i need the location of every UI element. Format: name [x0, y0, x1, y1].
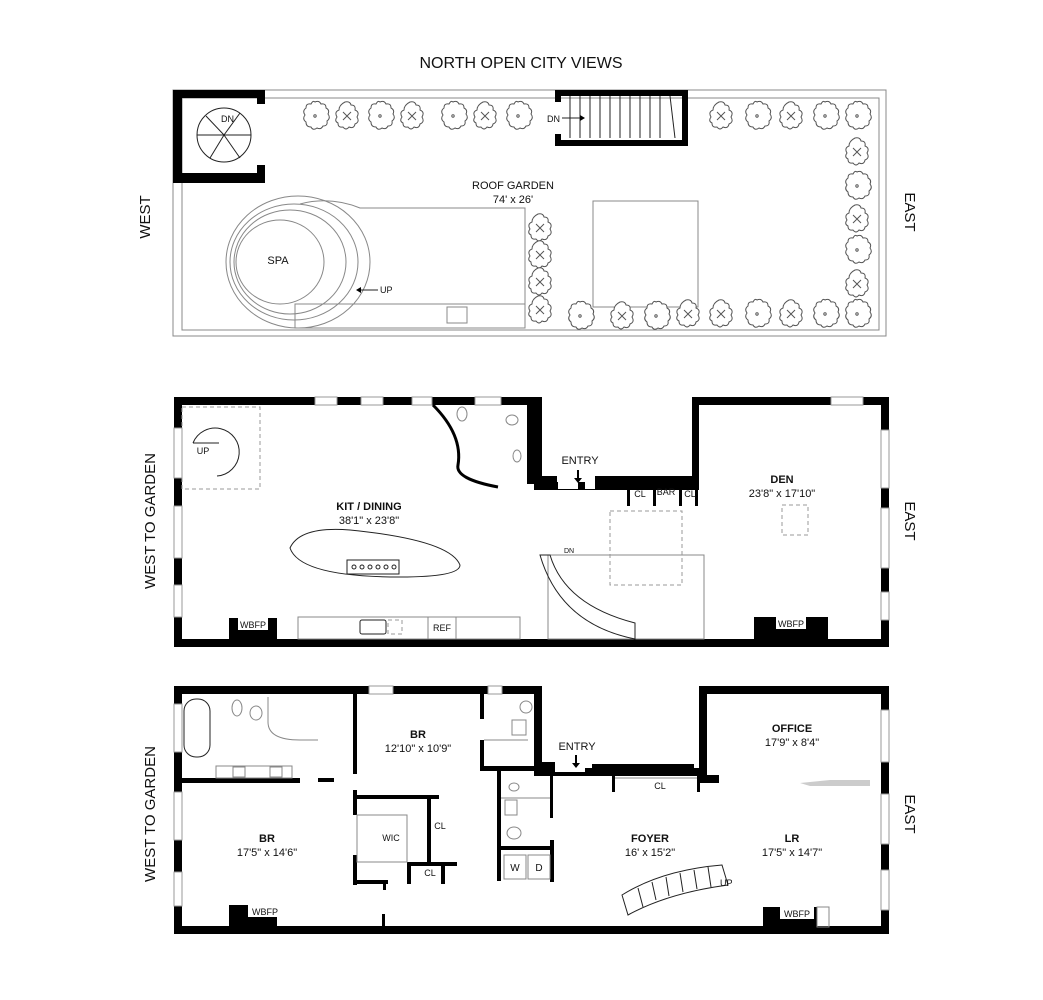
roof-garden-label: ROOF GARDEN: [472, 180, 554, 192]
upper-wbfp-right: WBFP: [778, 619, 804, 629]
curved-stair-icon: [621, 864, 729, 916]
toilet-icon: [249, 705, 263, 721]
windows: [173, 396, 890, 621]
lr-dims: 17'5" x 14'7": [762, 847, 822, 859]
stair-dn-label: DN: [547, 114, 560, 124]
spiral-up-label: UP: [197, 446, 210, 456]
entry-arrow-icon: [574, 470, 582, 483]
office-label: OFFICE: [772, 723, 812, 735]
kit-dining-dims: 38'1" x 23'8": [339, 515, 399, 527]
cl-b-label: CL: [424, 868, 436, 878]
lower-wbfp-right: WBFP: [784, 909, 810, 919]
cl-c-label: CL: [654, 781, 666, 791]
den-dims: 23'8" x 17'10": [749, 488, 816, 500]
kit-dining-label: KIT / DINING: [336, 501, 401, 513]
sink-icon: [456, 406, 468, 422]
upper-east-label: EAST: [901, 501, 918, 540]
lr-label: LR: [785, 833, 800, 845]
roof-outline: [172, 89, 887, 337]
lower-entry-label: ENTRY: [558, 741, 596, 753]
upper-wbfp-left: WBFP: [240, 620, 266, 630]
arrow-icon: [580, 115, 585, 121]
upper-cl2-label: CL: [684, 489, 696, 499]
bar-label: BAR: [657, 487, 676, 497]
spa-up-label: UP: [380, 285, 393, 295]
spiral-stair-icon: [192, 427, 240, 477]
planters: [303, 100, 872, 330]
lower-east-label: EAST: [901, 794, 918, 833]
cooktop: [346, 559, 400, 575]
roof-level: DN DN WEST EAST ROOF GARDEN 74' x 26' SP: [137, 89, 918, 337]
dryer: [527, 854, 551, 880]
vanity: [215, 765, 293, 779]
br1-label: BR: [410, 729, 426, 741]
plan-title: NORTH OPEN CITY VIEWS: [420, 55, 623, 72]
ref-label: REF: [433, 623, 452, 633]
upper-cl1-label: CL: [634, 489, 646, 499]
stair-enclosure: [555, 90, 688, 146]
spa: SPA UP: [225, 195, 526, 329]
foyer-up-label: UP: [720, 878, 733, 888]
spiral-dn-label: DN: [221, 114, 234, 124]
roof-garden-dims: 74' x 26': [493, 194, 533, 206]
bidet-icon: [231, 699, 243, 717]
washer-label: W: [510, 863, 520, 874]
kitchen-sink-icon: [359, 619, 387, 635]
spa-label: SPA: [267, 255, 289, 267]
shower-icon: [267, 697, 318, 741]
office-dims: 17'9" x 8'4": [765, 737, 819, 749]
upper-level: ENTRY CL BAR CL UP KIT / DINING 38'1" x …: [142, 396, 918, 647]
lower-level: ENTRY: [142, 685, 918, 934]
dryer-label: D: [535, 863, 542, 874]
kitchen-island: [289, 528, 461, 578]
stair-dn-label: DN: [564, 548, 574, 555]
toilet-icon: [505, 414, 519, 426]
windows: [173, 685, 890, 911]
br2-dims: 17'5" x 14'6": [237, 847, 297, 859]
br1-dims: 12'10" x 10'9": [385, 743, 452, 755]
ref-box: [427, 616, 457, 640]
bidet-icon: [512, 449, 522, 463]
den-label: DEN: [770, 474, 793, 486]
washer: [503, 854, 527, 880]
curved-stair-icon: [539, 554, 636, 640]
upper-entry-label: ENTRY: [561, 455, 599, 467]
curved-wall: [431, 403, 499, 489]
spiral-stair-enclosure: [173, 90, 265, 183]
roof-deck-area: [592, 200, 699, 308]
entry-arrow-icon: [572, 755, 580, 768]
cl-a-label: CL: [434, 821, 446, 831]
wic-label: WIC: [382, 833, 400, 843]
kitchen-counter: [297, 616, 521, 640]
roof-east-label: EAST: [901, 192, 918, 231]
upper-west-label: WEST TO GARDEN: [142, 453, 159, 589]
br2-label: BR: [259, 833, 275, 845]
lower-west-label: WEST TO GARDEN: [142, 746, 159, 882]
roof-west-label: WEST: [137, 195, 154, 238]
lower-wbfp-left: WBFP: [252, 907, 278, 917]
bathtub-icon: [183, 698, 211, 758]
foyer-label: FOYER: [631, 833, 669, 845]
foyer-dims: 16' x 15'2": [625, 847, 675, 859]
